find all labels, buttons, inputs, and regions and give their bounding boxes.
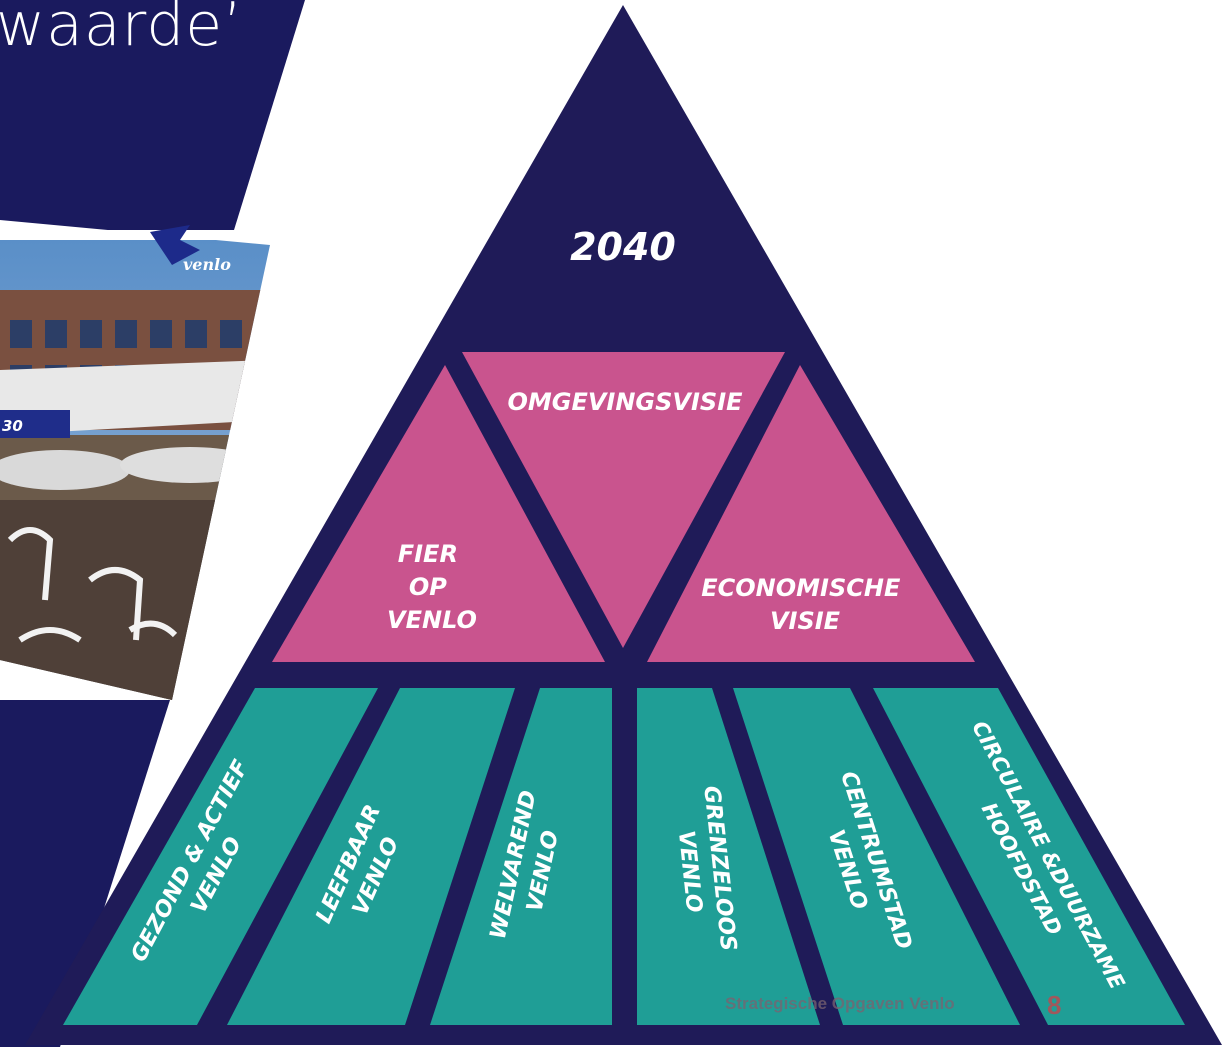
venlo-logo-text: venlo xyxy=(183,255,231,274)
pillar-1 xyxy=(63,688,378,1025)
middle-center-line-1: OMGEVINGSVISIE xyxy=(507,388,743,416)
apex-label: 2040 xyxy=(570,225,676,269)
middle-center-label: OMGEVINGSVISIE xyxy=(507,388,743,416)
middle-right-label: ECONOMISCHE VISIE xyxy=(701,574,908,635)
venlo-logo-icon xyxy=(150,225,200,265)
middle-right-line-2: VISIE xyxy=(770,607,841,635)
heading-fragment: waarde’ xyxy=(0,0,244,60)
middle-center-triangle xyxy=(462,352,785,648)
pillar-6 xyxy=(873,688,1185,1025)
pillar-5 xyxy=(733,688,1020,1025)
page-number: 8 xyxy=(1047,990,1062,1020)
pillar-3 xyxy=(430,688,612,1025)
middle-left-line-3: VENLO xyxy=(387,606,477,634)
brochure-badge: 30 xyxy=(2,417,23,435)
middle-right-triangle xyxy=(647,365,975,662)
middle-right-line-1: ECONOMISCHE xyxy=(701,574,901,602)
footer-text: Strategische Opgaven Venlo xyxy=(725,994,955,1013)
pillar-4 xyxy=(637,688,820,1025)
pillar-2 xyxy=(227,688,515,1025)
middle-left-label: FIER OP VENLO xyxy=(387,540,477,634)
brochure-photo: 30 venlo xyxy=(0,220,270,700)
middle-left-triangle xyxy=(272,365,605,662)
middle-left-line-1: FIER xyxy=(398,540,458,568)
middle-left-line-2: OP xyxy=(409,573,447,601)
